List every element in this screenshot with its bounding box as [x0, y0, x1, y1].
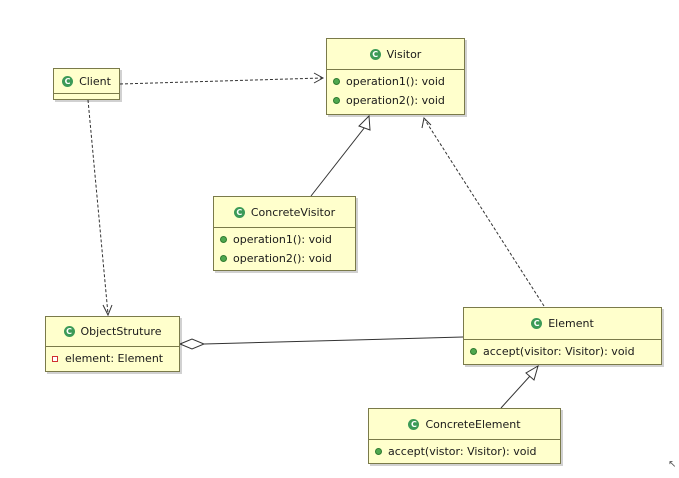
class-operations: operation1(): void operation2(): void — [214, 228, 355, 269]
operation-row: operation1(): void — [333, 72, 464, 91]
operation-row: accept(visitor: Visitor): void — [470, 342, 661, 361]
class-header: C ConcreteVisitor — [214, 197, 355, 228]
concreteelement-generalization-triangle — [525, 364, 539, 381]
objectstructure-element-aggregation — [203, 336, 464, 345]
class-name: Visitor — [386, 47, 422, 61]
element-visitor-dependency — [424, 119, 545, 307]
operation-row: accept(vistor: Visitor): void — [375, 442, 560, 461]
class-icon: C — [62, 75, 74, 87]
class-visitor[interactable]: C Visitor operation1(): void operation2(… — [326, 38, 465, 115]
public-method-icon — [333, 78, 340, 85]
class-element[interactable]: C Element accept(visitor: Visitor): void — [463, 307, 662, 365]
class-icon: C — [233, 206, 245, 218]
class-operations: accept(visitor: Visitor): void — [464, 340, 661, 362]
operation-text: operation1(): void — [233, 233, 332, 246]
public-method-icon — [470, 348, 477, 355]
operation-row: operation1(): void — [220, 230, 355, 249]
class-operations: operation1(): void operation2(): void — [327, 70, 464, 111]
operation-text: operation1(): void — [346, 75, 445, 88]
class-header: C Client — [54, 69, 119, 94]
public-method-icon — [220, 236, 227, 243]
class-client[interactable]: C Client — [53, 68, 120, 100]
class-icon: C — [531, 318, 543, 329]
field-text: element: Element — [65, 352, 164, 365]
class-operations: accept(vistor: Visitor): void — [369, 440, 560, 462]
class-name: ConcreteVisitor — [250, 205, 336, 219]
operation-text: operation2(): void — [233, 252, 332, 265]
client-visitor-arrowhead — [313, 72, 325, 84]
class-header: C ConcreteElement — [369, 409, 560, 440]
class-name: Client — [79, 74, 111, 88]
class-name: ObjectStruture — [80, 325, 162, 338]
class-icon: C — [63, 326, 75, 337]
class-fields: element: Element — [46, 347, 179, 369]
class-concrete-element[interactable]: C ConcreteElement accept(vistor: Visitor… — [368, 408, 561, 464]
operation-text: accept(vistor: Visitor): void — [388, 445, 537, 458]
client-objectstructure-arrowhead — [102, 304, 113, 317]
resize-grip-icon: ↖ — [668, 459, 677, 470]
operation-text: accept(visitor: Visitor): void — [483, 345, 635, 358]
public-method-icon — [220, 255, 227, 262]
client-objectstructure-dependency — [87, 99, 109, 315]
operation-text: operation2(): void — [346, 94, 445, 107]
element-visitor-arrowhead — [421, 116, 432, 129]
class-icon: C — [408, 418, 420, 430]
class-header: C Element — [464, 308, 661, 340]
concretevisitor-generalization-triangle — [358, 114, 371, 131]
class-name: Element — [548, 317, 594, 330]
field-row: element: Element — [52, 349, 179, 368]
operation-row: operation2(): void — [333, 91, 464, 110]
class-icon: C — [369, 48, 381, 60]
class-object-structure[interactable]: C ObjectStruture element: Element — [45, 316, 180, 372]
client-visitor-dependency — [119, 77, 323, 85]
aggregation-diamond — [178, 338, 206, 350]
concretevisitor-visitor-generalization — [310, 126, 366, 197]
class-concrete-visitor[interactable]: C ConcreteVisitor operation1(): void ope… — [213, 196, 356, 271]
class-name: ConcreteElement — [425, 417, 521, 431]
class-header: C Visitor — [327, 39, 464, 70]
public-method-icon — [375, 448, 382, 455]
private-field-icon — [52, 355, 58, 362]
class-header: C ObjectStruture — [46, 317, 179, 347]
operation-row: operation2(): void — [220, 249, 355, 268]
public-method-icon — [333, 97, 340, 104]
concreteelement-element-generalization — [500, 375, 531, 409]
